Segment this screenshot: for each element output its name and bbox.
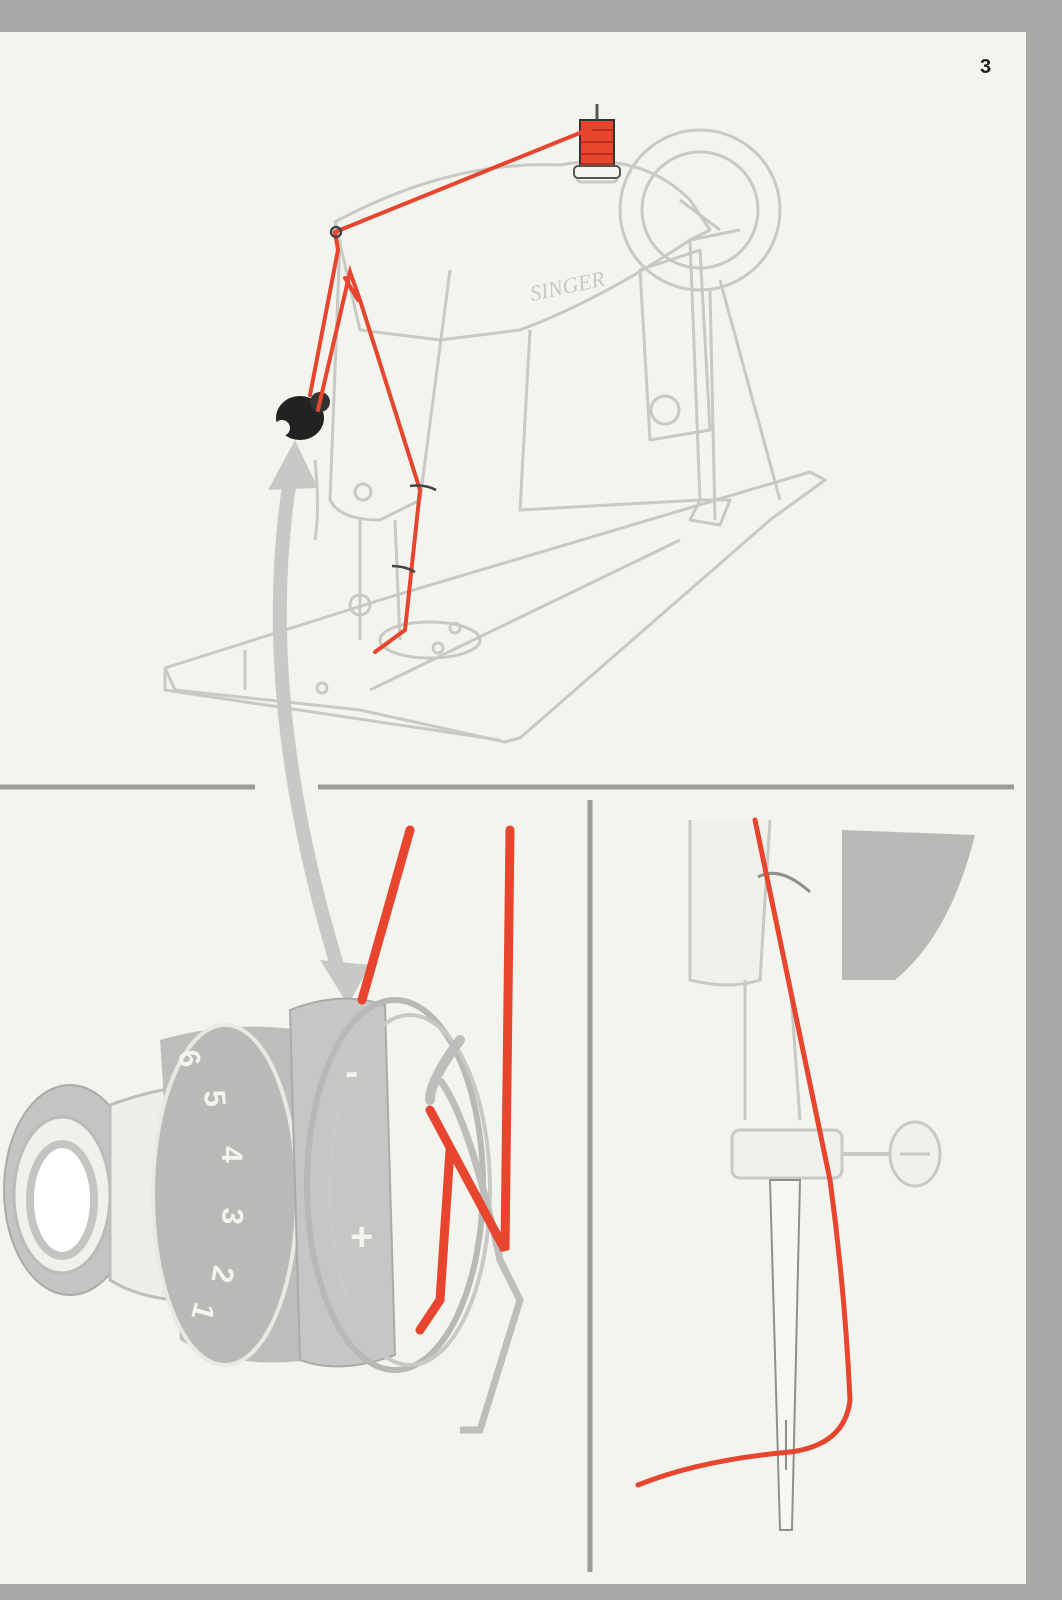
machine-brand: SINGER <box>528 266 608 306</box>
dial-number-4: 4 <box>215 1146 248 1163</box>
upper-thread-path <box>310 128 592 652</box>
dial-number-3: 3 <box>215 1207 249 1227</box>
dial-number-5: 5 <box>197 1089 231 1109</box>
dial-minus-sign: - <box>345 1050 358 1094</box>
thread-spool <box>574 104 620 178</box>
needle-detail <box>690 820 975 1530</box>
detail-arrow <box>268 440 370 1005</box>
sewing-machine <box>165 130 825 742</box>
dial-plus-sign: + <box>350 1215 373 1259</box>
